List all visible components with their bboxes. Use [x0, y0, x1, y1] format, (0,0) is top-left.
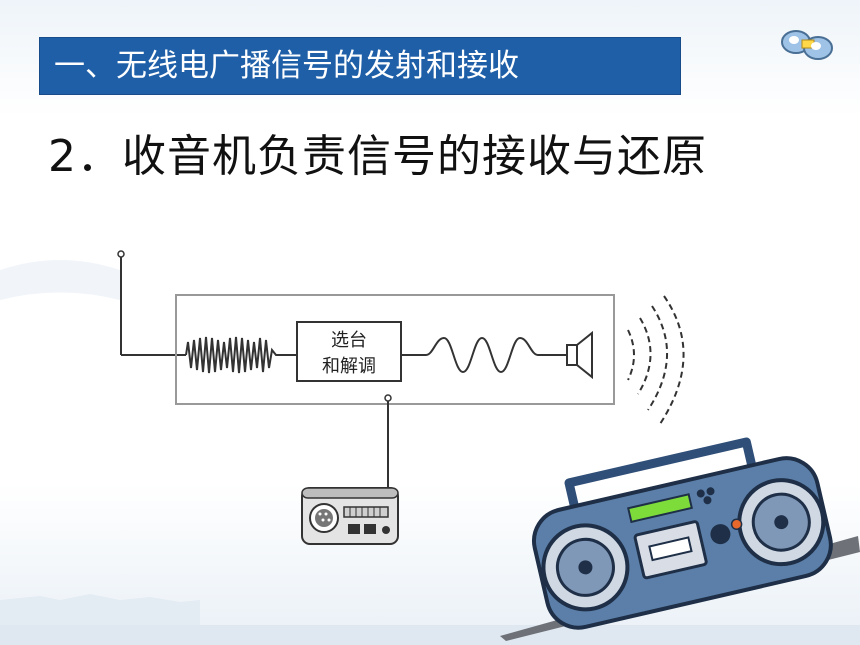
tuner-box: [296, 321, 402, 382]
slide-heading: 2．收音机负责信号的接收与还原: [48, 131, 707, 182]
receiver-frame: [175, 294, 615, 405]
binoculars-icon: [781, 30, 833, 60]
antenna-icon: [117, 250, 186, 356]
radio-antenna: [384, 394, 392, 492]
section-title-bar: 一、无线电广播信号的发射和接收: [39, 37, 681, 95]
speaker-icon: [566, 330, 593, 380]
tuner-label-line2: 和解调: [322, 356, 376, 377]
radio-icon: [301, 487, 399, 545]
modulated-signal-wave: [185, 336, 296, 374]
sound-waves: [627, 295, 685, 425]
tuner-label-line1: 选台: [331, 330, 367, 351]
audio-signal-wave: [401, 336, 566, 374]
boombox-icon: [500, 437, 860, 641]
section-title: 一、无线电广播信号的发射和接收: [54, 48, 519, 84]
